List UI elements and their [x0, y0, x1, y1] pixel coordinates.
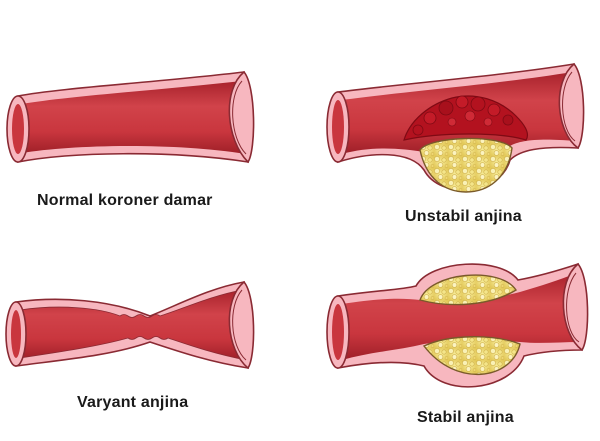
- plaque: [419, 137, 513, 193]
- plaque-upper: [419, 274, 517, 306]
- normal-artery: [6, 70, 255, 164]
- label-variant-angina: Varyant anjina: [77, 394, 189, 411]
- unstable-artery: [326, 62, 585, 193]
- label-normal-artery: Normal koroner damar: [37, 192, 213, 209]
- plaque-lower: [422, 336, 521, 376]
- stable-artery: [326, 262, 589, 388]
- variant-artery: [5, 280, 255, 370]
- blood-clot: [403, 95, 529, 141]
- label-stable-angina: Stabil anjina: [417, 409, 514, 426]
- label-unstable-angina: Unstabil anjina: [405, 208, 522, 225]
